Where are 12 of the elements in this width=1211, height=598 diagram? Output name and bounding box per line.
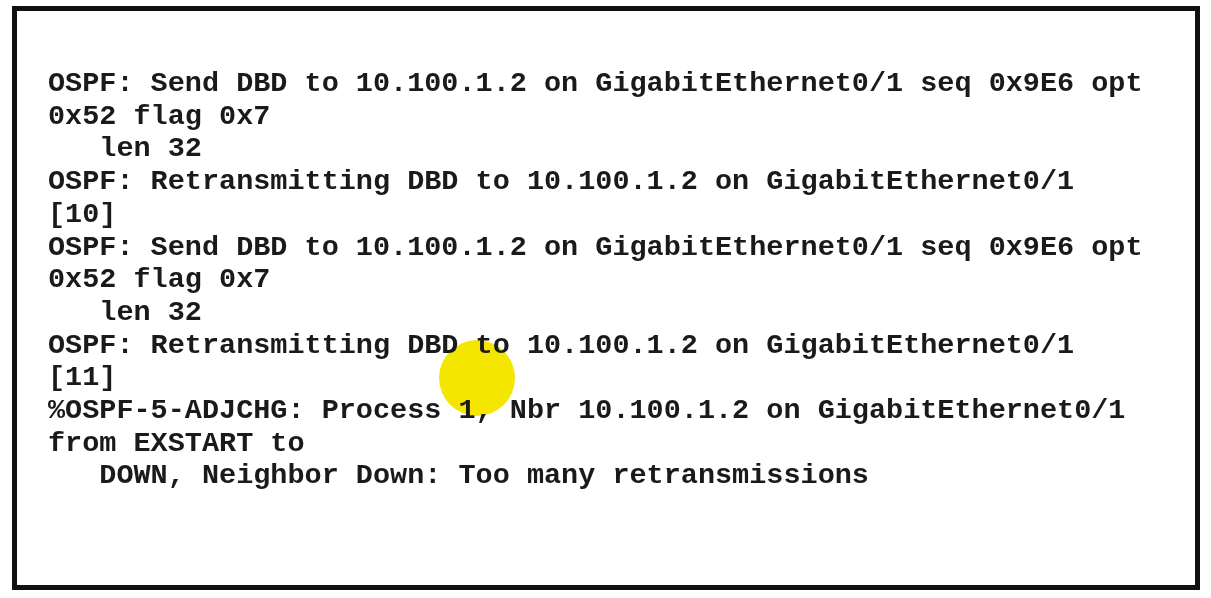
console-line: DOWN, Neighbor Down: Too many retransmissions [98, 461, 869, 492]
console-line: [10] [48, 199, 117, 230]
console-line: [11] [48, 363, 117, 394]
console-line: OSPF: Send DBD to 10.100.1.2 on GigabitEthernet0/1 seq 0x9E6 opt [48, 232, 1143, 263]
console-line: OSPF: Send DBD to 10.100.1.2 on GigabitEthernet0/1 seq 0x9E6 opt [48, 69, 1143, 99]
console-line: 0x52 flag 0x7 [48, 101, 271, 132]
console-line: OSPF: Retransmitting DBD to 10.100.1.2 on GigabitEthernet0/1 [48, 167, 1075, 198]
console-line: len 32 [98, 134, 202, 165]
console-line: len 32 [98, 297, 202, 328]
console-line: 0x52 flag 0x7 [48, 265, 271, 296]
console-line: from EXSTART to [48, 428, 305, 459]
console-output-panel [12, 6, 1200, 590]
